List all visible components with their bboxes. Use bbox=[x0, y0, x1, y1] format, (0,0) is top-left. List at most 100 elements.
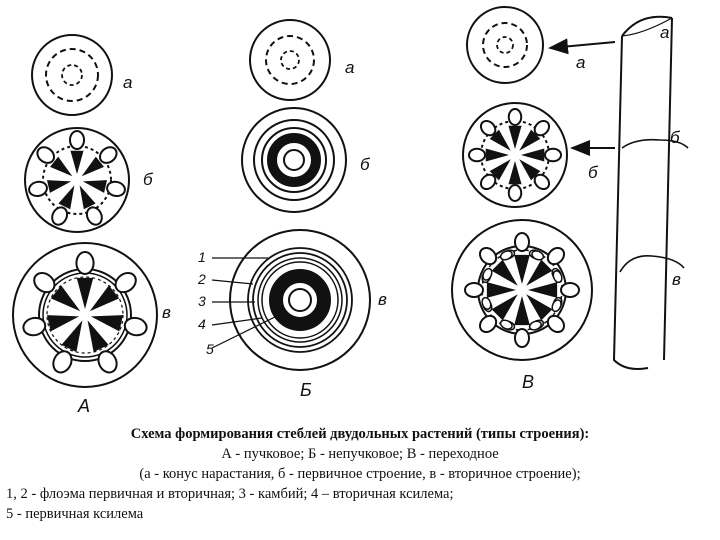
xylem-wedge bbox=[58, 185, 75, 210]
label-v-growth-cone: а bbox=[576, 53, 585, 72]
secondary-bundle bbox=[531, 250, 545, 261]
xylem-wedge bbox=[90, 315, 123, 332]
xylem-wedge bbox=[87, 320, 109, 353]
xylem-wedge bbox=[508, 161, 522, 185]
phloem-cap bbox=[513, 328, 531, 348]
secondary-bundle bbox=[551, 299, 562, 313]
diagram-a-secondary-structure bbox=[12, 242, 158, 388]
secondary-bundle bbox=[499, 250, 513, 261]
secondary-bundle bbox=[528, 320, 542, 331]
phloem-cap bbox=[560, 281, 580, 299]
phloem-cap bbox=[507, 108, 523, 126]
xylem-wedge bbox=[514, 254, 530, 284]
xylem-wedge bbox=[82, 180, 107, 193]
phloem-cap bbox=[513, 232, 531, 252]
phloem-cap bbox=[51, 206, 69, 226]
label-v-primary: б bbox=[588, 163, 599, 182]
leader-lines bbox=[211, 257, 286, 349]
phloem-cap bbox=[33, 271, 56, 294]
xylem-wedge bbox=[489, 129, 511, 151]
xylem-wedge bbox=[486, 282, 516, 298]
diagram-v-secondary-structure bbox=[451, 219, 593, 361]
xylem-wedge bbox=[50, 156, 73, 177]
phloem-cap bbox=[544, 147, 562, 163]
phloem-cap bbox=[479, 173, 497, 191]
diagram-a-primary-structure bbox=[24, 127, 130, 233]
phloem-cap bbox=[533, 173, 551, 191]
phloem-cap bbox=[546, 246, 566, 266]
label-a-secondary: в bbox=[162, 303, 171, 322]
phloem-cap bbox=[464, 281, 484, 299]
phloem-cap bbox=[478, 246, 498, 266]
phloem-cap bbox=[106, 180, 126, 198]
type-label-A: А bbox=[77, 396, 90, 416]
phloem-cap bbox=[36, 146, 56, 164]
xylem-wedge bbox=[50, 285, 81, 312]
arrows-stem-to-sections bbox=[548, 38, 616, 156]
xylem-wedge bbox=[79, 185, 96, 210]
xylem-wedge bbox=[514, 296, 530, 326]
phloem-cap bbox=[85, 206, 103, 226]
xylem-wedge bbox=[526, 294, 553, 321]
label-b-primary: б bbox=[360, 155, 371, 174]
phloem-cap bbox=[68, 130, 86, 150]
xylem-wedge bbox=[528, 282, 558, 298]
label-num-1: 1 bbox=[198, 249, 206, 265]
xylem-wedge bbox=[61, 320, 83, 353]
secondary-bundle bbox=[552, 270, 563, 284]
phloem-cap bbox=[75, 251, 95, 275]
diagram-b-primary-structure bbox=[241, 107, 347, 213]
stem-side-view bbox=[612, 15, 689, 370]
phloem-cap bbox=[533, 119, 551, 137]
xylem-wedge bbox=[76, 277, 94, 309]
stem-formation-diagram: а б в А bbox=[12, 6, 689, 416]
phloem-cap bbox=[98, 146, 118, 164]
xylem-wedge bbox=[70, 150, 84, 174]
caption-line-legend-2: 5 - первичная ксилема bbox=[6, 506, 144, 522]
label-a-primary: б bbox=[143, 170, 154, 189]
label-b-secondary: в bbox=[378, 290, 387, 309]
xylem-wedge bbox=[89, 285, 120, 312]
phloem-cap bbox=[546, 314, 566, 334]
phloem-cap bbox=[479, 119, 497, 137]
diagram-a-growth-cone bbox=[31, 34, 113, 116]
label-num-4: 4 bbox=[198, 316, 206, 332]
secondary-bundle bbox=[499, 319, 513, 330]
phloem-cap bbox=[52, 350, 73, 374]
label-num-5: 5 bbox=[206, 341, 214, 357]
xylem-wedge bbox=[81, 156, 104, 177]
label-stem-v: в bbox=[672, 270, 681, 289]
phloem-cap bbox=[123, 316, 148, 337]
phloem-cap bbox=[478, 314, 498, 334]
diagram-b-growth-cone bbox=[249, 19, 331, 101]
label-stem-a: а bbox=[660, 23, 669, 42]
column-a-bundle-type: а б в А bbox=[12, 34, 171, 416]
caption-line-types: А - пучковое; Б - непучковое; В - перехо… bbox=[221, 446, 499, 462]
diagram-v-growth-cone bbox=[466, 6, 544, 84]
column-b-nonbundle-type: 1 2 3 4 5 а б в Б bbox=[197, 19, 387, 400]
phloem-cap bbox=[114, 271, 137, 294]
xylem-wedge bbox=[519, 129, 541, 151]
label-b-growth-cone: а bbox=[345, 58, 354, 77]
xylem-wedge bbox=[519, 159, 541, 181]
xylem-wedge bbox=[508, 125, 522, 149]
label-stem-b: б bbox=[670, 128, 681, 147]
figure-caption: Схема формирования стеблей двудольных ра… bbox=[0, 424, 720, 524]
diagram-b-secondary-structure bbox=[229, 229, 371, 371]
xylem-wedge bbox=[491, 294, 518, 321]
phloem-cap bbox=[468, 147, 486, 163]
xylem-wedge bbox=[489, 159, 511, 181]
phloem-cap bbox=[22, 316, 47, 337]
type-label-B: Б bbox=[300, 380, 312, 400]
secondary-bundle bbox=[481, 296, 492, 310]
xylem-wedge bbox=[526, 259, 553, 286]
phloem-cap bbox=[507, 184, 523, 202]
diagram-v-primary-structure bbox=[462, 102, 568, 208]
caption-title: Схема формирования стеблей двудольных ра… bbox=[130, 426, 590, 442]
secondary-bundle bbox=[482, 267, 493, 281]
xylem-wedge bbox=[47, 315, 80, 332]
phloem-cap bbox=[97, 350, 118, 374]
label-num-3: 3 bbox=[198, 293, 206, 309]
xylem-wedge bbox=[521, 148, 545, 162]
xylem-wedge bbox=[491, 259, 518, 286]
